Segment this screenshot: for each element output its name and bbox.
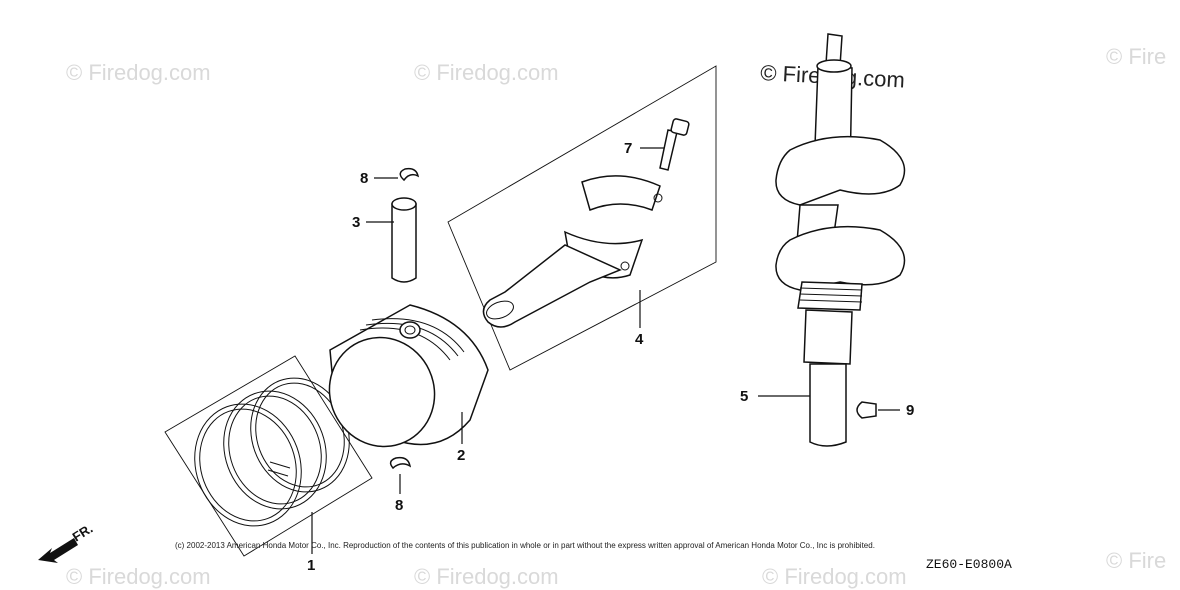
watermark: © Firedog.com — [414, 564, 559, 589]
front-indicator: FR. — [38, 521, 95, 563]
copyright-notice: (c) 2002-2013 American Honda Motor Co., … — [175, 541, 875, 550]
crankshaft — [775, 33, 906, 447]
callout-rod-bolt: 7 — [624, 140, 632, 157]
pin-clip-bottom — [389, 456, 412, 470]
watermark: © Firedog.com — [414, 60, 559, 85]
watermark: © Firedog.com — [762, 564, 907, 589]
callout-ring-set: 1 — [307, 557, 315, 574]
piston-pin — [391, 197, 417, 283]
woodruff-key — [856, 401, 877, 419]
ring-set-group-box — [164, 355, 373, 557]
watermark: © Fire — [1106, 548, 1166, 573]
piston — [328, 304, 489, 448]
connecting-rod-group-box — [447, 65, 717, 371]
callout-pin-clip-bottom: 8 — [395, 497, 403, 514]
watermark: © Fire — [1106, 44, 1166, 69]
connecting-rod — [482, 175, 663, 328]
front-arrow-icon — [38, 538, 78, 563]
pin-clip-top — [399, 167, 420, 182]
watermark: © Firedog.com — [66, 60, 211, 85]
leader-lines — [311, 147, 900, 554]
callout-woodruff-key: 9 — [906, 402, 914, 419]
callout-piston-pin: 3 — [352, 214, 360, 231]
diagram-code: ZE60-E0800A — [926, 557, 1012, 572]
rod-bolt — [659, 118, 690, 171]
callout-connecting-rod: 4 — [635, 331, 644, 348]
watermark: © Firedog.com — [66, 564, 211, 589]
callout-crankshaft: 5 — [740, 388, 748, 405]
callout-pin-clip-top: 8 — [360, 170, 368, 187]
watermark-layer: © Firedog.com © Firedog.com © Fire © Fir… — [66, 44, 1166, 589]
callout-piston: 2 — [457, 447, 465, 464]
